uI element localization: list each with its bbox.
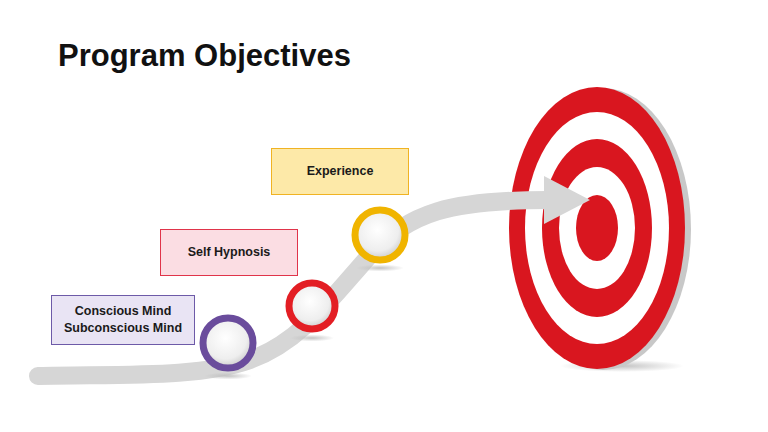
yellow-ring (355, 210, 405, 260)
objective-label: Self Hypnosis (188, 244, 271, 261)
ball-shadow (356, 265, 404, 272)
objective-label: Conscious Mind Subconscious Mind (61, 303, 185, 337)
target-symbol (509, 87, 691, 370)
path-arrow (38, 200, 548, 376)
red-ring (289, 283, 335, 329)
arrow-head (544, 176, 590, 224)
ball-shadow (204, 373, 252, 380)
objective-box: Experience (271, 148, 409, 195)
objective-box: Self Hypnosis (160, 229, 298, 276)
purple-ring (203, 318, 253, 368)
objective-box: Conscious Mind Subconscious Mind (51, 295, 195, 345)
objective-label: Experience (307, 163, 374, 180)
slide-title: Program Objectives (58, 38, 351, 74)
ball-shadow (290, 335, 334, 342)
